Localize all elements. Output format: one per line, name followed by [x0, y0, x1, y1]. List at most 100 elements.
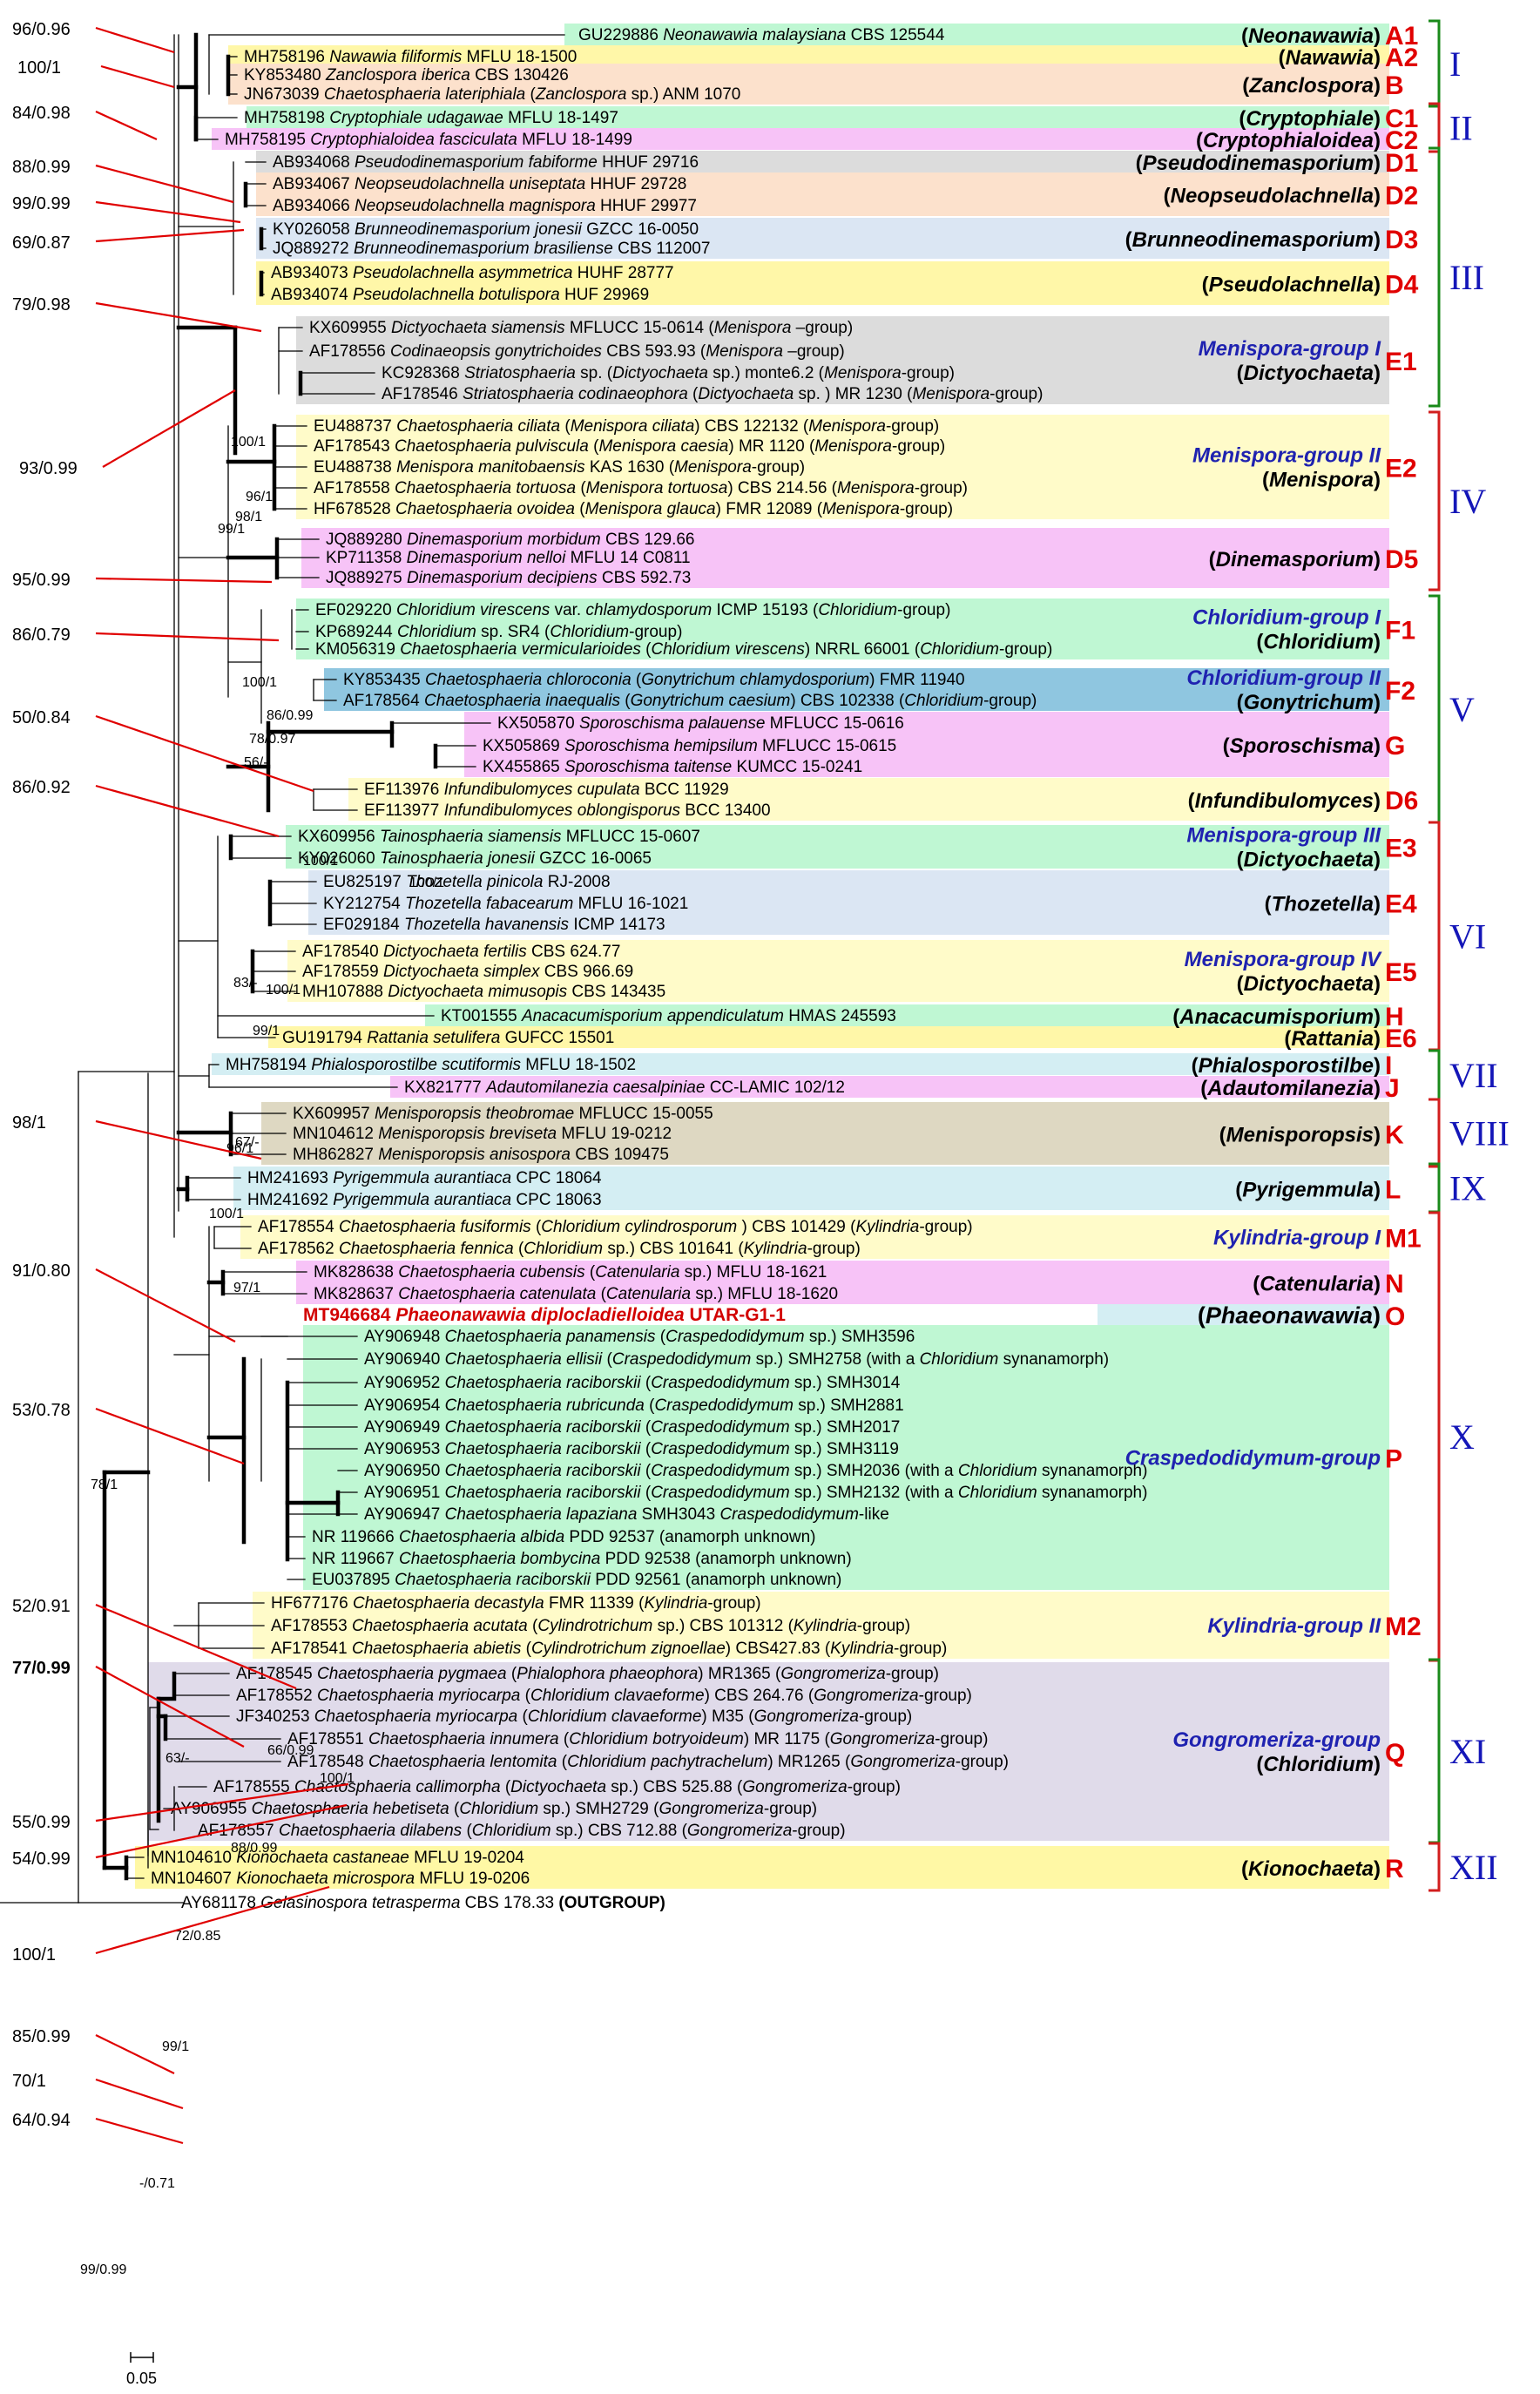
- taxon-label: AY906954 Chaetosphaeria rubricunda (Cras…: [364, 1396, 904, 1415]
- taxon-label: MN104607 Kionochaeta microspora MFLU 19-…: [151, 1870, 530, 1888]
- clade-bracket: [1429, 1098, 1441, 1168]
- taxon-label: MK828638 Chaetosphaeria cubensis (Catenu…: [314, 1263, 827, 1282]
- taxon-label: KY853480 Zanclospora iberica CBS 130426: [244, 66, 569, 85]
- callout-support-label: 86/0.92: [12, 778, 71, 797]
- taxon-label: EU825197 Thozetella pinicola RJ-2008: [323, 873, 611, 891]
- taxon-label: EF113977 Infundibulomyces oblongisporus …: [364, 801, 771, 820]
- taxon-label: MN104612 Menisporopsis breviseta MFLU 19…: [293, 1125, 672, 1143]
- callout-support-label: 86/0.79: [12, 626, 71, 645]
- callout-support-label: 53/0.78: [12, 1401, 71, 1420]
- clade-band: [296, 316, 1389, 404]
- callout-leader: [95, 164, 234, 204]
- clade-roman-numeral: III: [1449, 258, 1484, 297]
- clade-band: [296, 1261, 1389, 1304]
- node-support-label: 100/1: [303, 854, 338, 869]
- node-support-label: 78/1: [91, 1478, 118, 1492]
- taxon-label: KT001555 Anacacumisporium appendiculatum…: [441, 1007, 896, 1025]
- group-name: (Neopseudolachnella): [1164, 185, 1381, 208]
- group-name: (Zanclospora): [1242, 74, 1381, 98]
- clade-roman-numeral: XI: [1449, 1732, 1486, 1771]
- node-support-label: 88/0.99: [231, 1841, 277, 1856]
- taxon-label: JF340253 Chaetosphaeria myriocarpa (Chlo…: [236, 1708, 912, 1726]
- taxon-label: MH758194 Phialosporostilbe scutiformis M…: [226, 1056, 636, 1074]
- callout-support-label: 85/0.99: [12, 2027, 71, 2046]
- group-name: (Dictyochaeta): [1237, 972, 1381, 996]
- clade-letter: F2: [1385, 677, 1415, 706]
- taxon-label: AB934073 Pseudolachnella asymmetrica HUH…: [271, 264, 674, 282]
- clade-bracket: [1429, 1162, 1441, 1214]
- node-support-label: 78/0.97: [249, 732, 295, 747]
- clade-roman-numeral: V: [1449, 690, 1475, 729]
- group-informal-name: Menispora-group I: [1199, 337, 1382, 361]
- taxon-label: KY026060 Tainosphaeria jonesii GZCC 16-0…: [298, 849, 652, 868]
- group-name: (Pseudodinemasporium): [1136, 152, 1381, 175]
- clade-roman-numeral: IX: [1449, 1169, 1486, 1208]
- clade-band: [1098, 1304, 1389, 1326]
- group-name: (Kionochaeta): [1241, 1857, 1381, 1881]
- taxon-label: KY026058 Brunneodinemasporium jonesii GZ…: [273, 220, 699, 239]
- group-name: (Phaeonawawia): [1198, 1302, 1381, 1329]
- taxon-label: AY681178 Gelasinospora tetrasperma CBS 1…: [181, 1894, 665, 1912]
- clade-roman-numeral: I: [1449, 44, 1461, 84]
- clade-roman-numeral: X: [1449, 1417, 1475, 1457]
- clade-letter: G: [1385, 732, 1405, 761]
- callout-support-label: 91/0.80: [12, 1261, 71, 1281]
- clade-bracket: [1429, 1211, 1441, 1662]
- clade-letter: D3: [1385, 226, 1418, 254]
- callout-support-label: 52/0.91: [12, 1597, 71, 1616]
- group-name: (Chloridium): [1256, 1753, 1381, 1776]
- group-name: (Menisporopsis): [1219, 1124, 1381, 1147]
- group-informal-name: Kylindria-group II: [1207, 1614, 1381, 1638]
- taxon-label: EF113976 Infundibulomyces cupulata BCC 1…: [364, 781, 729, 799]
- taxon-label: KP689244 Chloridium sp. SR4 (Chloridium-…: [315, 623, 682, 641]
- group-name: (Pyrigemmula): [1235, 1179, 1381, 1202]
- taxon-label: HF678528 Chaetosphaeria ovoidea (Menispo…: [314, 500, 953, 518]
- clade-band: [148, 1662, 1389, 1841]
- taxon-label: MK828637 Chaetosphaeria catenulata (Cate…: [314, 1285, 838, 1303]
- taxon-label: EF029184 Thozetella havanensis ICMP 1417…: [323, 916, 665, 934]
- clade-band: [228, 45, 1389, 67]
- callout-support-label: 64/0.94: [12, 2111, 71, 2130]
- clade-letter: L: [1385, 1176, 1401, 1205]
- taxon-label: JQ889275 Dinemasporium decipiens CBS 592…: [326, 569, 691, 587]
- callout-support-label: 77/0.99: [12, 1659, 71, 1678]
- node-support-label: 56/-: [244, 755, 268, 770]
- clade-letter: N: [1385, 1270, 1404, 1299]
- group-informal-name: Chloridium-group I: [1192, 606, 1381, 630]
- clade-band: [286, 825, 1389, 869]
- clade-band: [564, 24, 1389, 45]
- taxon-label: AY906955 Chaetosphaeria hebetiseta (Chlo…: [171, 1800, 817, 1818]
- node-support-label: 100/1: [242, 675, 277, 690]
- group-name: (Nawawia): [1279, 46, 1381, 70]
- clade-letter: F1: [1385, 617, 1415, 646]
- clade-letter: E3: [1385, 835, 1417, 863]
- taxon-label: AB934066 Neopseudolachnella magnispora H…: [273, 197, 697, 215]
- taxon-label: AY906940 Chaetosphaeria ellisii (Crasped…: [364, 1350, 1109, 1369]
- taxon-label: AF178559 Dictyochaeta simplex CBS 966.69: [302, 963, 633, 981]
- clade-letter: D5: [1385, 545, 1418, 574]
- taxon-label: AY906953 Chaetosphaeria raciborskii (Cra…: [364, 1440, 899, 1458]
- clade-band: [135, 1846, 1389, 1889]
- clade-band: [247, 106, 1389, 128]
- clade-letter: C1: [1385, 105, 1418, 133]
- taxon-label: KX609955 Dictyochaeta siamensis MFLUCC 1…: [309, 319, 853, 337]
- clade-band: [348, 778, 1389, 821]
- clade-bracket: [1429, 102, 1441, 153]
- callout-leader: [95, 1603, 297, 1690]
- clade-band: [253, 1592, 1389, 1659]
- tree-branches: [0, 32, 565, 1904]
- clade-letter: R: [1385, 1855, 1404, 1883]
- node-support-label: 100/1: [231, 435, 266, 450]
- taxon-label: EU037895 Chaetosphaeria raciborskii PDD …: [312, 1571, 841, 1589]
- group-name: (Chloridium): [1256, 631, 1381, 654]
- taxon-label: AF178564 Chaetosphaeria inaequalis (Gony…: [343, 692, 1037, 710]
- callout-leader: [95, 784, 280, 838]
- callout-support-label: 55/0.99: [12, 1813, 71, 1832]
- group-name: (Rattania): [1284, 1027, 1381, 1051]
- node-support-label: 100/1: [409, 876, 444, 890]
- taxon-label: AY906948 Chaetosphaeria panamensis (Cras…: [364, 1328, 915, 1346]
- clade-band: [256, 151, 1389, 172]
- taxon-label: AB934067 Neopseudolachnella uniseptata H…: [273, 175, 686, 193]
- group-name: (Thozetella): [1265, 893, 1381, 916]
- clade-roman-numeral: VIII: [1449, 1114, 1510, 1153]
